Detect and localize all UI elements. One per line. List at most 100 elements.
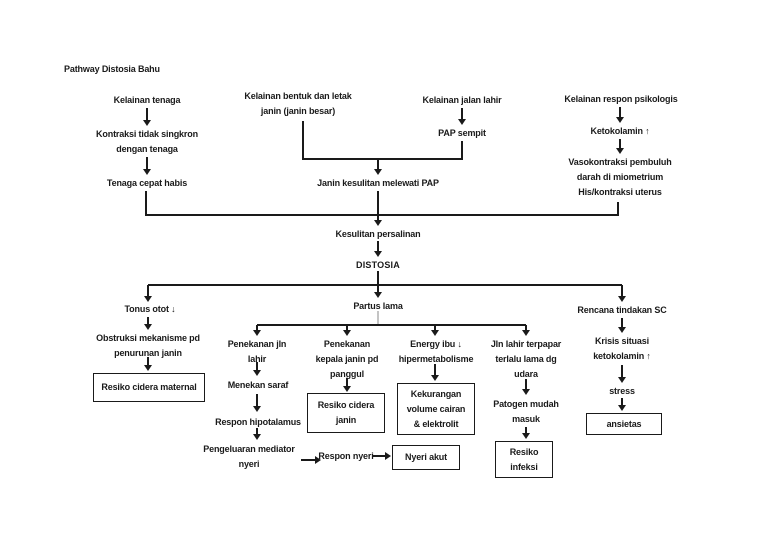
flow-line-vertical — [146, 108, 148, 120]
arrowhead-down-icon — [144, 296, 152, 302]
node-janin-kesulitan-pap: Janin kesulitan melewati PAP — [317, 178, 439, 188]
arrowhead-down-icon — [431, 330, 439, 336]
flow-line-horizontal — [372, 455, 385, 457]
flow-line-vertical — [147, 317, 149, 324]
node-penekanan-jln-lahir: Penekanan jln lahir — [227, 339, 287, 364]
flow-line-vertical — [346, 325, 348, 330]
flow-line-vertical — [434, 364, 436, 375]
arrowhead-down-icon — [618, 327, 626, 333]
node-partus-lama: Partus lama — [353, 301, 403, 311]
flow-line-vertical — [256, 325, 258, 330]
node-pengeluaran-mediator: Pengeluaran mediator nyeri — [203, 444, 295, 469]
node-vasokontraksi: Vasokontraksi pembuluh darah di miometri… — [568, 157, 672, 197]
flow-line-vertical — [302, 121, 304, 160]
flow-line-vertical — [621, 318, 623, 327]
arrowhead-down-icon — [618, 405, 626, 411]
node-kontraksi-tidak-singkron: Kontraksi tidak singkron dengan tenaga — [96, 129, 198, 154]
node-nyeri-akut: Nyeri akut — [392, 445, 460, 470]
flow-line-vertical — [377, 191, 379, 220]
flow-line-vertical — [617, 202, 619, 216]
node-menekan-saraf: Menekan saraf — [227, 380, 289, 390]
arrowhead-down-icon — [374, 220, 382, 226]
arrowhead-down-icon — [374, 169, 382, 175]
arrowhead-right-icon — [385, 452, 391, 460]
arrowhead-down-icon — [143, 169, 151, 175]
arrowhead-down-icon — [343, 330, 351, 336]
node-distosia: DISTOSIA — [356, 260, 400, 270]
node-tonus-otot: Tonus otot ↓ — [124, 304, 176, 314]
page-title: Pathway Distosia Bahu — [64, 64, 160, 74]
arrowhead-down-icon — [374, 251, 382, 257]
arrowhead-down-icon — [458, 119, 466, 125]
node-rencana-tindakan-sc: Rencana tindakan SC — [577, 305, 667, 315]
node-kelainan-respon-psikologis: Kelainan respon psikologis — [564, 94, 678, 104]
arrowhead-down-icon — [431, 375, 439, 381]
flow-line-horizontal — [148, 284, 622, 286]
arrowhead-down-icon — [144, 365, 152, 371]
flow-line-vertical — [346, 378, 348, 386]
node-respon-nyeri: Respon nyeri — [318, 451, 374, 461]
arrowhead-down-icon — [253, 406, 261, 412]
node-kekurangan-volume: Kekurangan volume cairan & elektrolit — [397, 383, 475, 435]
flow-line-vertical — [619, 107, 621, 117]
arrowhead-down-icon — [143, 120, 151, 126]
flow-line-vertical — [621, 285, 623, 296]
arrowhead-down-icon — [253, 370, 261, 376]
node-kelainan-bentuk-letak: Kelainan bentuk dan letak janin (janin b… — [244, 91, 352, 116]
node-resiko-cidera-maternal: Resiko cidera maternal — [93, 373, 205, 402]
flow-line-vertical — [377, 271, 379, 292]
flow-line-vertical — [461, 141, 463, 160]
flow-line-vertical — [147, 357, 149, 365]
flow-line-vertical — [145, 191, 147, 216]
flow-line-vertical — [377, 311, 379, 325]
flow-line-vertical — [146, 157, 148, 169]
node-pap-sempit: PAP sempit — [438, 128, 486, 138]
node-energy-ibu: Energy ibu ↓ hipermetabolisme — [398, 339, 474, 364]
arrowhead-down-icon — [253, 434, 261, 440]
node-kelainan-jalan-lahir: Kelainan jalan lahir — [422, 95, 502, 105]
arrowhead-down-icon — [343, 386, 351, 392]
arrowhead-down-icon — [618, 377, 626, 383]
node-krisis-situasi: Krisis situasi ketokolamin ↑ — [593, 336, 651, 361]
arrowhead-down-icon — [374, 292, 382, 298]
flow-line-vertical — [256, 362, 258, 370]
arrowhead-down-icon — [618, 296, 626, 302]
flow-line-vertical — [256, 428, 258, 434]
flow-line-horizontal — [146, 214, 618, 216]
node-resiko-infeksi: Resiko infeksi — [495, 441, 553, 478]
flow-line-horizontal — [301, 459, 315, 461]
flow-line-vertical — [434, 325, 436, 330]
flow-line-vertical — [525, 427, 527, 433]
node-kelainan-tenaga: Kelainan tenaga — [113, 95, 181, 105]
node-tenaga-cepat-habis: Tenaga cepat habis — [106, 178, 188, 188]
node-respon-hipotalamus: Respon hipotalamus — [215, 417, 301, 427]
node-stress: stress — [609, 386, 635, 396]
arrowhead-down-icon — [522, 433, 530, 439]
node-ansietas: ansietas — [586, 413, 662, 435]
node-kesulitan-persalinan: Kesulitan persalinan — [335, 229, 421, 239]
node-resiko-cidera-janin: Resiko cidera janin — [307, 393, 385, 433]
flow-line-vertical — [256, 394, 258, 406]
arrowhead-down-icon — [616, 117, 624, 123]
arrowhead-right-icon — [315, 456, 321, 464]
node-ketokolamin: Ketokolamin ↑ — [590, 126, 650, 136]
node-obstruksi-mekanisme: Obstruksi mekanisme pd penurunan janin — [96, 333, 200, 358]
flow-line-horizontal — [257, 324, 526, 326]
flow-line-vertical — [461, 108, 463, 119]
node-penekanan-kepala: Penekanan kepala janin pd panggul — [315, 339, 379, 379]
arrowhead-down-icon — [616, 148, 624, 154]
flow-line-vertical — [619, 139, 621, 148]
flow-line-vertical — [621, 398, 623, 405]
arrowhead-down-icon — [253, 330, 261, 336]
flow-line-vertical — [377, 159, 379, 169]
flow-line-horizontal — [303, 158, 462, 160]
flow-line-vertical — [525, 325, 527, 330]
arrowhead-down-icon — [144, 324, 152, 330]
node-jln-lahir-terpapar: Jln lahir terpapar terlalu lama dg udara — [490, 339, 562, 379]
flow-line-vertical — [377, 241, 379, 251]
arrowhead-down-icon — [522, 389, 530, 395]
flow-line-vertical — [147, 285, 149, 296]
node-patogen-mudah-masuk: Patogen mudah masuk — [493, 399, 559, 424]
flow-line-vertical — [621, 365, 623, 377]
